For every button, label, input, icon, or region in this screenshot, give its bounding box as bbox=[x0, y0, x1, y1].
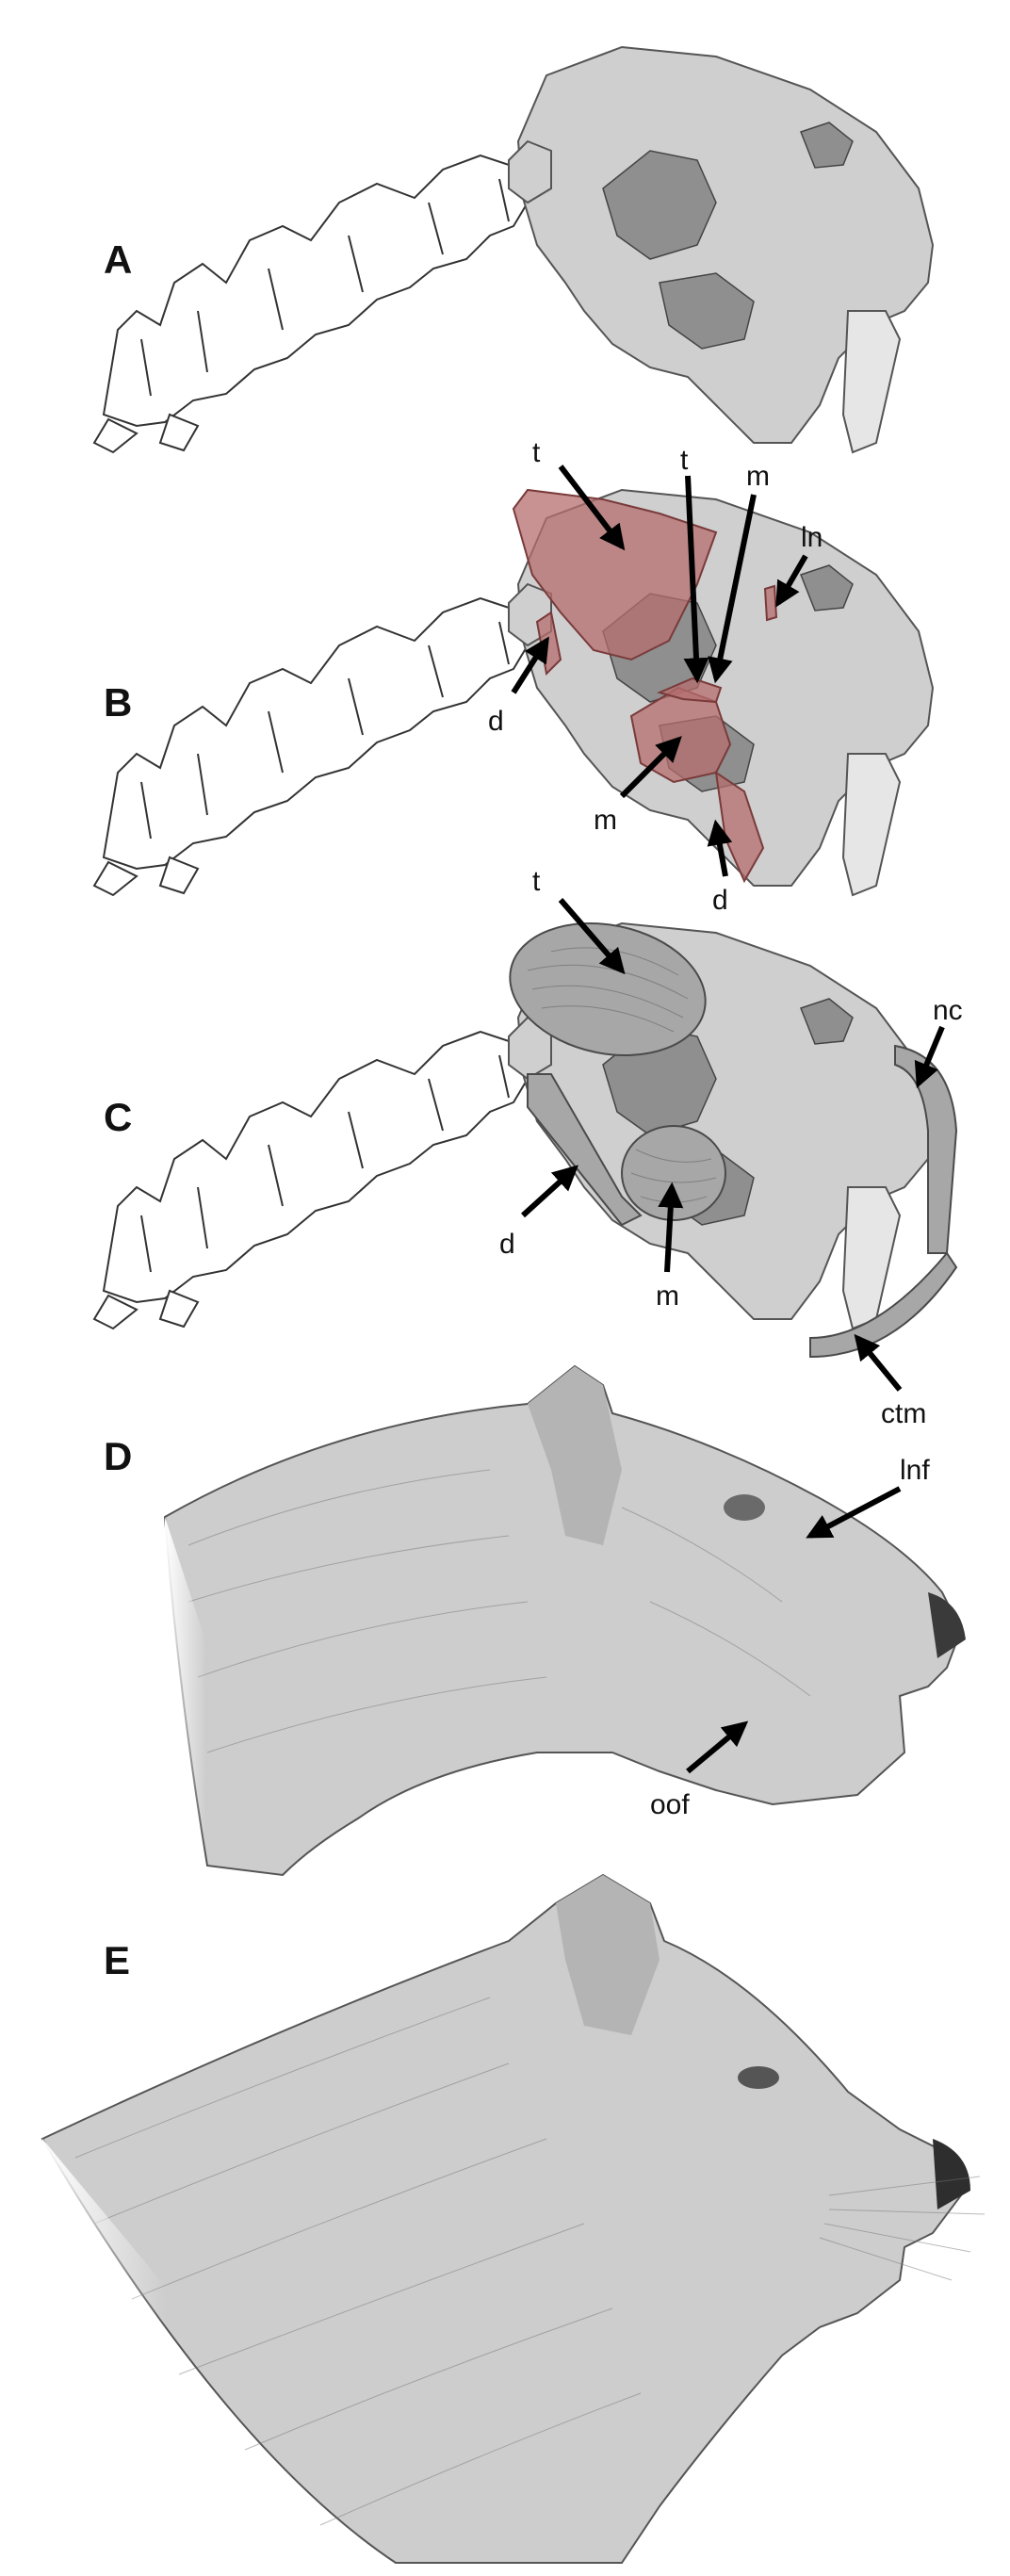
label-c-nc: nc bbox=[933, 995, 963, 1026]
panel-b-letter: B bbox=[104, 680, 132, 725]
label-d-lnf: lnf bbox=[900, 1455, 930, 1486]
levator-nasolabialis-attachment-area bbox=[763, 584, 778, 622]
label-b-t1: t bbox=[532, 437, 541, 468]
label-b-m1: m bbox=[746, 461, 770, 492]
label-c-d: d bbox=[499, 1229, 515, 1260]
label-b-t2: t bbox=[680, 445, 689, 476]
eye-d bbox=[724, 1494, 765, 1521]
panel-e-letter: E bbox=[104, 1938, 130, 1982]
masseter-muscle bbox=[621, 1125, 726, 1221]
panel-a-letter: A bbox=[104, 237, 132, 282]
panel-b-vertebrae bbox=[93, 583, 566, 896]
panel-c-vertebrae bbox=[93, 1017, 566, 1329]
panel-a: A bbox=[93, 46, 934, 453]
label-b-d2: d bbox=[712, 885, 728, 916]
panel-b: B t t m ln d m d bbox=[93, 437, 934, 916]
label-b-ln: ln bbox=[801, 522, 823, 553]
panel-e-lion-drawing bbox=[41, 1873, 986, 2564]
panel-a-skull bbox=[508, 46, 934, 453]
panel-c: C t nc d m ctm bbox=[93, 866, 963, 1429]
digastric-muscle bbox=[527, 1073, 643, 1227]
label-c-t: t bbox=[532, 866, 541, 897]
chin-tissue bbox=[809, 1251, 958, 1359]
temporalis-attachment-area bbox=[512, 488, 718, 661]
panel-c-letter: C bbox=[104, 1095, 132, 1139]
panel-d: D lnf oof bbox=[104, 1364, 966, 1877]
label-b-d1: d bbox=[488, 706, 504, 737]
label-d-oof: oof bbox=[650, 1789, 690, 1820]
nose-e bbox=[933, 2139, 970, 2209]
label-b-m2: m bbox=[594, 805, 617, 836]
panel-a-vertebrae bbox=[93, 140, 566, 453]
panel-d-head-drawing bbox=[163, 1364, 966, 1877]
eye-e bbox=[738, 2066, 779, 2089]
label-c-ctm: ctm bbox=[881, 1398, 926, 1429]
panel-d-letter: D bbox=[104, 1434, 132, 1478]
nose-d bbox=[928, 1592, 966, 1658]
label-c-m: m bbox=[656, 1280, 679, 1312]
panel-e: E bbox=[41, 1873, 986, 2564]
